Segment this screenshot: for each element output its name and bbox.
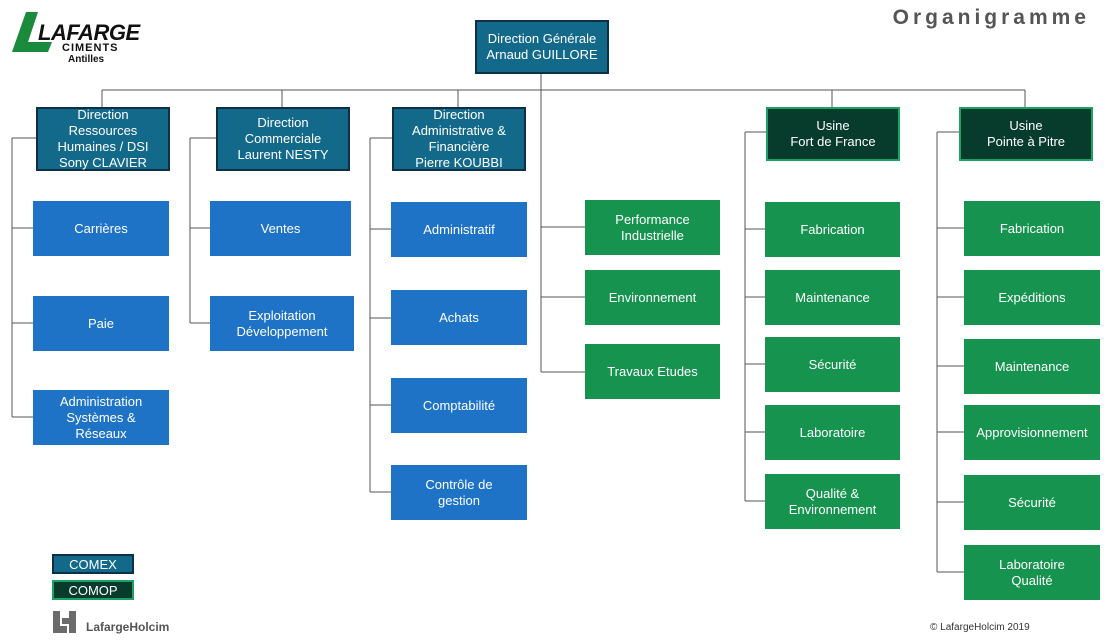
dg-unit-performance: Performance Industrielle — [585, 200, 720, 255]
daf-unit-comptabilite: Comptabilité — [391, 378, 527, 433]
daf-unit-controle-gestion: Contrôle de gestion — [391, 465, 527, 520]
page-title: Organigramme — [892, 6, 1090, 29]
lafargeholcim-logo: LafargeHolcim — [52, 610, 192, 634]
dg-box: Direction Générale Arnaud GUILLORE — [475, 20, 609, 74]
pap-unit-securite: Sécurité — [964, 475, 1100, 530]
logo-sub-ciments: CIMENTS — [62, 42, 119, 54]
copyright: © LafargeHolcim 2019 — [930, 622, 1030, 633]
lafarge-logo: LAFARGE CIMENTS Antilles — [8, 8, 148, 68]
drh-unit-paie: Paie — [33, 296, 169, 351]
logo-sub-antilles: Antilles — [68, 54, 105, 65]
daf-unit-administratif: Administratif — [391, 202, 527, 257]
dcom-box: Direction Commerciale Laurent NESTY — [216, 107, 350, 171]
lafargeholcim-icon — [53, 611, 76, 633]
dg-unit-travaux: Travaux Etudes — [585, 344, 720, 399]
fdf-unit-securite: Sécurité — [765, 337, 900, 392]
dcom-unit-exploitation: Exploitation Développement — [210, 296, 354, 351]
dg-unit-environnement: Environnement — [585, 270, 720, 325]
logo-brand: LAFARGE — [38, 20, 140, 45]
drh-unit-carrieres: Carrières — [33, 201, 169, 256]
pap-unit-maintenance: Maintenance — [964, 339, 1100, 394]
dcom-unit-ventes: Ventes — [210, 201, 351, 256]
daf-box: Direction Administrative & Financière Pi… — [392, 107, 526, 171]
legend-comop: COMOP — [52, 580, 134, 600]
fdf-unit-maintenance: Maintenance — [765, 270, 900, 325]
pap-unit-expeditions: Expéditions — [964, 270, 1100, 325]
lafarge-l-icon — [12, 12, 52, 52]
fdf-unit-laboratoire: Laboratoire — [765, 405, 900, 460]
usine-fdf-box: Usine Fort de France — [766, 107, 900, 161]
daf-unit-achats: Achats — [391, 290, 527, 345]
lafargeholcim-text: LafargeHolcim — [86, 620, 170, 634]
usine-pap-box: Usine Pointe à Pitre — [959, 107, 1093, 161]
fdf-unit-fabrication: Fabrication — [765, 202, 900, 257]
drh-box: Direction Ressources Humaines / DSI Sony… — [36, 107, 170, 171]
fdf-unit-qualite: Qualité & Environnement — [765, 474, 900, 529]
pap-unit-laboratoire: Laboratoire Qualité — [964, 545, 1100, 600]
pap-unit-approvisionnement: Approvisionnement — [964, 405, 1100, 460]
drh-unit-admin-systemes: Administration Systèmes & Réseaux — [33, 390, 169, 445]
pap-unit-fabrication: Fabrication — [964, 201, 1100, 256]
legend-comex: COMEX — [52, 554, 134, 574]
